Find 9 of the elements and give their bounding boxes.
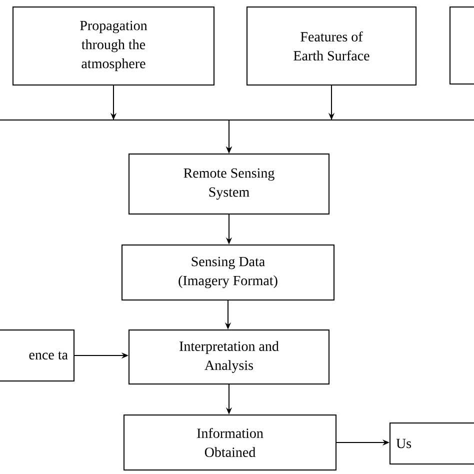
process-box: Propagation through the atmosphere [12, 6, 214, 86]
process-box: Sensing Data (Imagery Format) [122, 244, 334, 300]
process-box: Remote Sensing System [128, 154, 330, 214]
process-box: Us [390, 422, 474, 464]
process-box: Interpretation and Analysis [128, 330, 330, 384]
process-box: Features of Earth Surface [246, 6, 416, 86]
process-box: Information Obtained [124, 414, 336, 470]
process-box: ence ta [0, 330, 74, 382]
empty-box [450, 6, 474, 84]
